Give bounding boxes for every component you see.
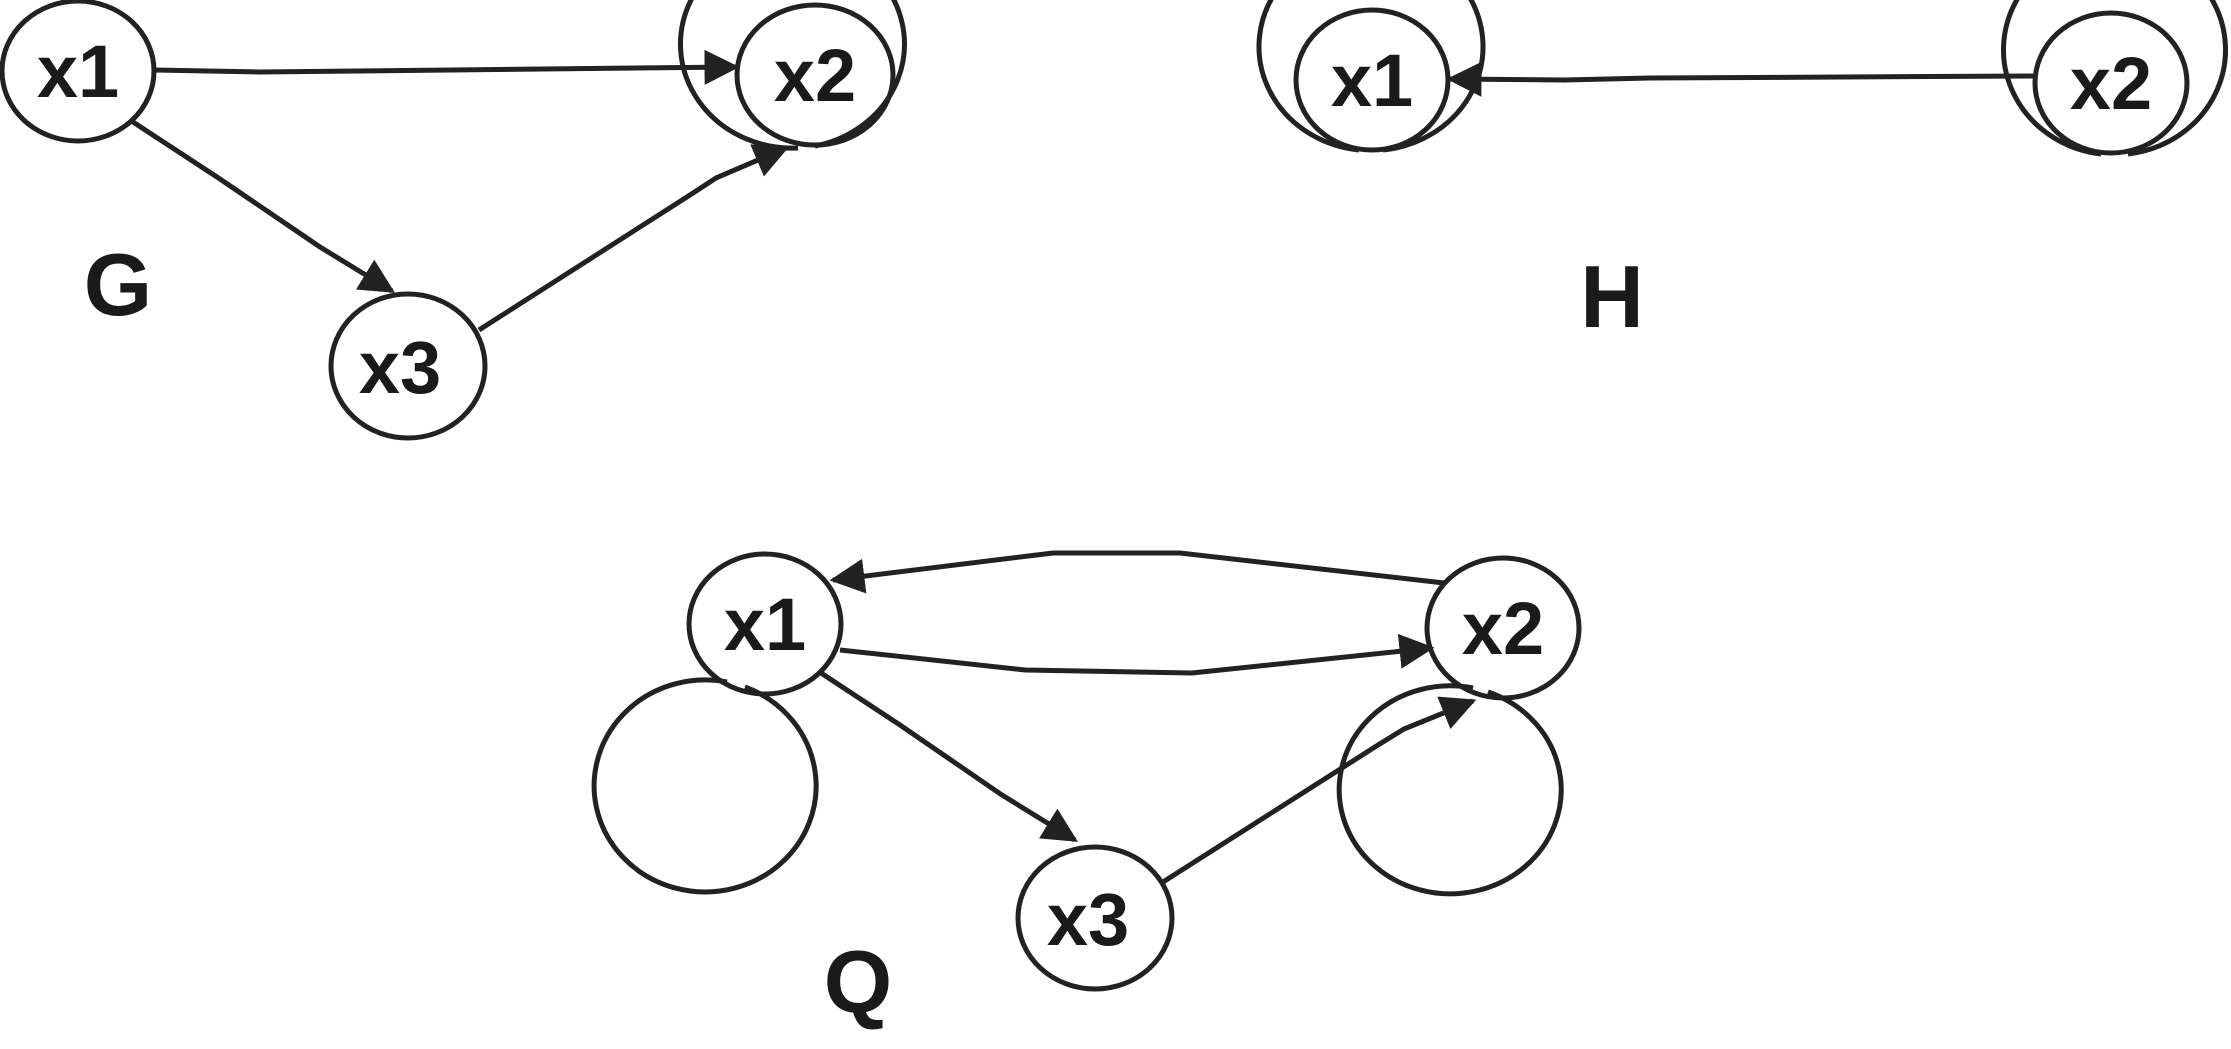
h-graph-label: H: [1580, 247, 1644, 346]
q-edge-x3-x2: [1161, 696, 1477, 885]
q-edge-x2-x1: [829, 550, 1445, 594]
graph-q: x1 x2 x3 Q: [591, 550, 1582, 1031]
q-node-x2: [1424, 555, 1582, 701]
g-node-x2-label: x2: [774, 34, 856, 117]
h-loop-x2: [2001, 0, 2228, 157]
q-graph-label: Q: [824, 932, 892, 1031]
h-node-x2: [2032, 10, 2190, 156]
q-loop-x1: [591, 677, 819, 895]
q-loop-x2: [1336, 683, 1564, 897]
q-node-x1: [686, 551, 844, 697]
q-edge-x1-x2: [839, 633, 1435, 676]
q-node-x3: [1015, 844, 1175, 992]
graph-g: x1 x2 x3 G: [0, 0, 907, 441]
graph-h: x1 x2 H: [1256, 0, 2228, 346]
g-edge-x3-x2: [477, 144, 790, 333]
q-edge-x1-x3: [819, 670, 1078, 843]
h-node-x2-label: x2: [2070, 42, 2152, 125]
q-node-x2-label: x2: [1462, 587, 1544, 670]
g-loop-x2: [678, 0, 907, 151]
q-node-x1-label: x1: [724, 583, 806, 666]
g-node-x3: [328, 291, 488, 441]
h-edge-x2-x1: [1446, 61, 2034, 97]
g-edge-x1-x2: [153, 49, 740, 85]
q-node-x3-label: x3: [1047, 878, 1129, 961]
g-node-x1-label: x1: [37, 30, 119, 113]
g-node-x1: [0, 0, 157, 144]
g-graph-label: G: [84, 235, 152, 334]
g-node-x2: [734, 2, 896, 148]
h-loop-x1: [1256, 0, 1486, 153]
h-node-x1-label: x1: [1331, 39, 1413, 122]
g-node-x3-label: x3: [359, 326, 441, 409]
g-edge-x1-x3: [131, 119, 395, 294]
h-node-x1: [1293, 7, 1451, 153]
